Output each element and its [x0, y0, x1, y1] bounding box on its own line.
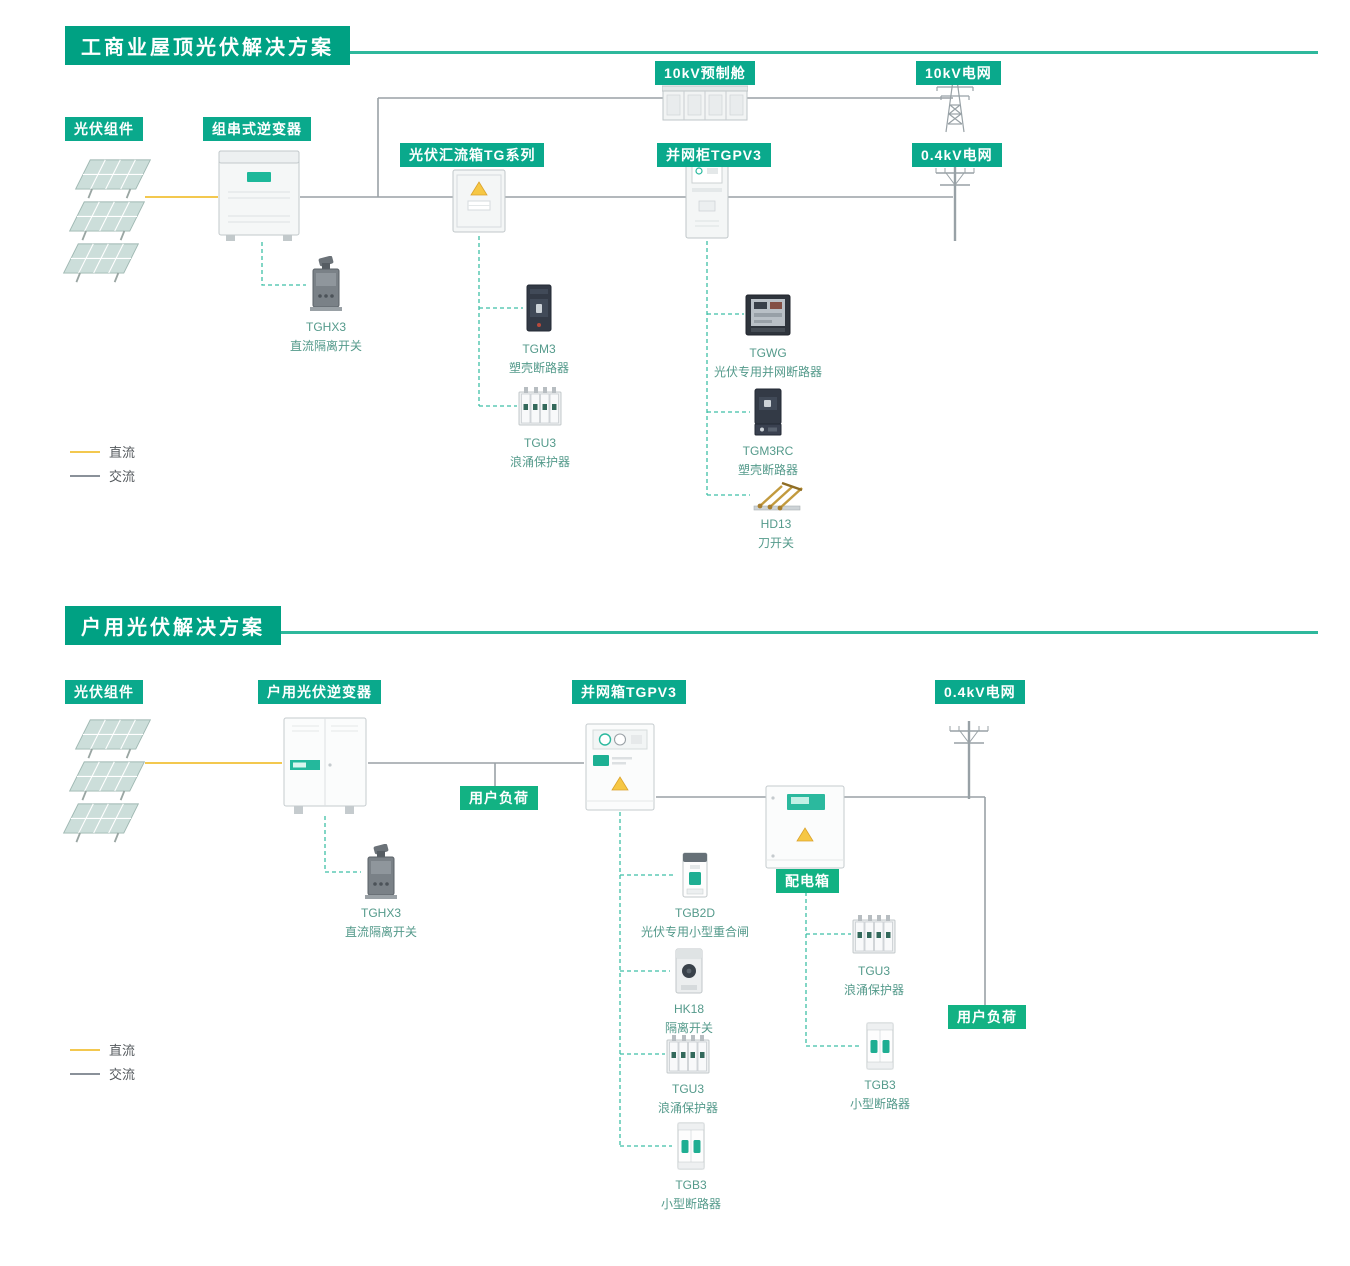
component-name: 塑壳断路器 [737, 462, 798, 477]
dc-label: 直流 [109, 445, 136, 460]
label-pv-modules-1: 光伏组件 [65, 117, 143, 141]
component-name: 浪涌保护器 [509, 454, 570, 469]
dc-line-swatch [70, 450, 100, 453]
caption-hk18: HK18 隔离开关 [604, 1000, 774, 1037]
ac-label: 交流 [109, 469, 136, 484]
component-name: 浪涌保护器 [843, 982, 904, 997]
component-name: 光伏专用小型重合闸 [640, 924, 749, 939]
label-combiner-box: 光伏汇流箱TG系列 [400, 143, 545, 167]
ac-line-swatch [70, 474, 100, 477]
tgb3-breaker-icon-2 [862, 1020, 898, 1072]
label-grid-box: 并网箱TGPV3 [572, 680, 686, 704]
label-grid-04kv-2: 0.4kV电网 [935, 680, 1025, 704]
component-model: HD13 [760, 517, 792, 531]
home-inverter-icon [282, 716, 368, 816]
caption-tgu3-mid: TGU3 浪涌保护器 [603, 1080, 773, 1117]
ac-label: 交流 [109, 1067, 136, 1082]
ac-line-swatch [70, 1072, 100, 1075]
section1-title-rule [70, 51, 1318, 54]
tgb2d-recloser-icon [675, 850, 715, 900]
tgb3-breaker-icon-1 [673, 1120, 709, 1172]
component-model: TGB3 [864, 1078, 896, 1092]
tghx3-switch-icon-2 [362, 844, 400, 900]
tgu3-spd-icon-3 [852, 912, 896, 956]
section2-title: 户用光伏解决方案 [65, 606, 281, 645]
string-inverter-icon [218, 148, 300, 242]
section2-title-rule [70, 631, 1318, 634]
caption-tgb2d: TGB2D 光伏专用小型重合闸 [610, 904, 780, 941]
caption-tghx3-1: TGHX3 直流隔离开关 [241, 318, 411, 355]
component-model: TGB3 [675, 1178, 707, 1192]
component-name: 小型断路器 [849, 1096, 910, 1111]
component-name: 浪涌保护器 [657, 1100, 718, 1115]
component-model: HK18 [673, 1002, 705, 1016]
component-name: 刀开关 [757, 535, 794, 550]
label-dist-box: 配电箱 [776, 869, 839, 893]
component-name: 直流隔离开关 [289, 338, 362, 353]
legend-ac-2: 交流 [70, 1064, 135, 1083]
grid-box-icon [584, 722, 656, 812]
section1-title: 工商业屋顶光伏解决方案 [65, 26, 350, 65]
component-model: TGM3RC [742, 444, 794, 458]
component-name: 塑壳断路器 [508, 360, 569, 375]
solar-panels-icon-2 [60, 718, 160, 848]
tgu3-spd-icon-2 [666, 1032, 710, 1076]
label-pv-modules-2: 光伏组件 [65, 680, 143, 704]
component-name: 直流隔离开关 [344, 924, 417, 939]
caption-tgu3-1: TGU3 浪涌保护器 [455, 434, 625, 471]
power-pole-icon-2 [948, 716, 990, 800]
dist-box-icon [764, 784, 846, 870]
label-home-inverter: 户用光伏逆变器 [258, 680, 381, 704]
label-grid-04kv-1: 0.4kV电网 [912, 143, 1002, 167]
tgu3-spd-icon-1 [518, 384, 562, 428]
caption-tgm3rc: TGM3RC 塑壳断路器 [683, 442, 853, 479]
tgm3rc-breaker-icon [751, 388, 785, 436]
component-name: 隔离开关 [664, 1020, 713, 1035]
dc-line-swatch [70, 1048, 100, 1051]
dc-label: 直流 [109, 1043, 136, 1058]
caption-tgm3: TGM3 塑壳断路器 [454, 340, 624, 377]
caption-tghx3-2: TGHX3 直流隔离开关 [296, 904, 466, 941]
combiner-box-icon [452, 168, 506, 236]
tgm3-breaker-icon [524, 284, 554, 332]
legend-dc-1: 直流 [70, 442, 135, 461]
component-model: TGHX3 [360, 906, 401, 920]
component-model: TGU3 [671, 1082, 704, 1096]
component-model: TGWG [749, 346, 787, 360]
component-model: TGU3 [523, 436, 556, 450]
label-prefab-cabin: 10kV预制舱 [655, 61, 755, 85]
caption-hd13: HD13 刀开关 [691, 515, 861, 552]
component-name: 光伏专用并网断路器 [713, 364, 822, 379]
component-model: TGB2D [674, 906, 715, 920]
caption-tgb3-right: TGB3 小型断路器 [795, 1076, 965, 1113]
label-string-inverter: 组串式逆变器 [203, 117, 311, 141]
caption-tgwg: TGWG 光伏专用并网断路器 [683, 344, 853, 381]
power-pole-icon-1 [934, 158, 976, 242]
label-user-load-right: 用户负荷 [948, 1005, 1026, 1029]
component-name: 小型断路器 [660, 1196, 721, 1211]
hk18-isolator-icon [671, 946, 707, 996]
component-model: TGHX3 [305, 320, 346, 334]
label-grid-cabinet: 并网柜TGPV3 [657, 143, 771, 167]
grid-cabinet-icon [685, 157, 729, 241]
label-grid-10kv: 10kV电网 [916, 61, 1001, 85]
label-user-load-top: 用户负荷 [460, 786, 538, 810]
legend-dc-2: 直流 [70, 1040, 135, 1059]
tghx3-switch-icon-1 [307, 256, 345, 312]
component-model: TGM3 [522, 342, 556, 356]
prefab-cabin-icon [662, 82, 748, 124]
caption-tgb3-mid: TGB3 小型断路器 [606, 1176, 776, 1213]
legend-ac-1: 交流 [70, 466, 135, 485]
caption-tgu3-right: TGU3 浪涌保护器 [789, 962, 959, 999]
solar-panels-icon-1 [60, 158, 160, 288]
tgwg-breaker-icon [745, 290, 791, 338]
component-model: TGU3 [857, 964, 890, 978]
hd13-knife-switch-icon [751, 478, 803, 512]
